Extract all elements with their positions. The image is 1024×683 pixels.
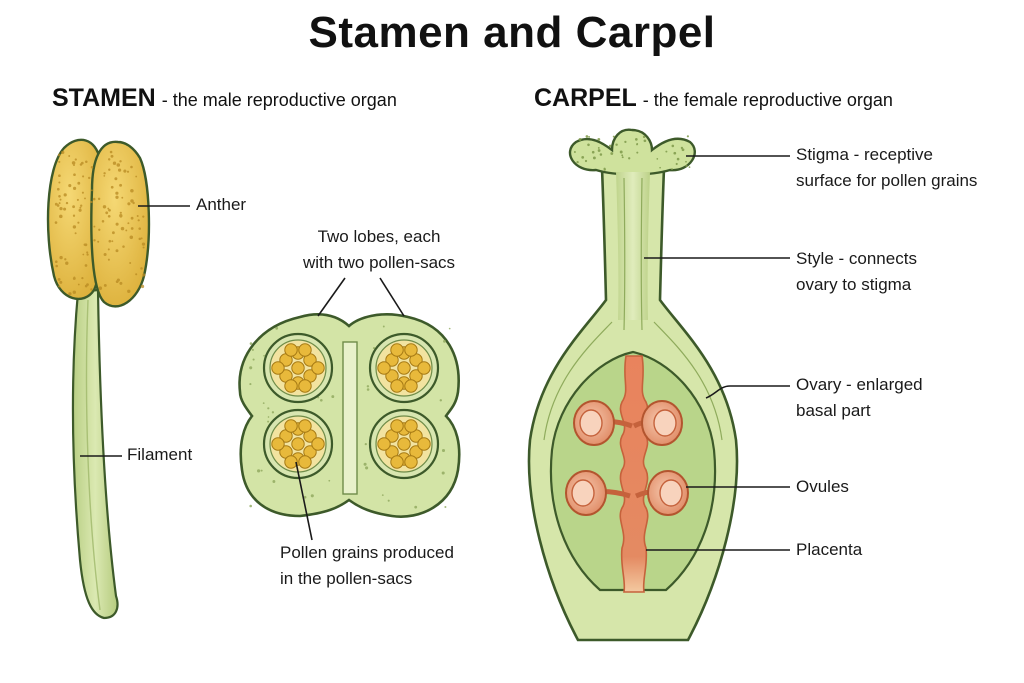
style-label: Style - connects ovary to stigma <box>796 246 917 298</box>
carpel-heading-label: CARPEL <box>534 84 637 112</box>
stamen-heading-label: STAMEN <box>52 84 156 112</box>
stigma-label-line2: surface for pollen grains <box>796 171 978 190</box>
carpel-heading: CARPEL- the female reproductive organ <box>534 84 893 113</box>
anther-cross-section <box>238 277 461 541</box>
pollen-grains-label-line1: Pollen grains produced <box>280 543 454 562</box>
style-label-line1: Style - connects <box>796 249 917 268</box>
anther-label: Anther <box>196 195 247 214</box>
anther-right-lobe <box>90 140 151 308</box>
ovary-label-line1: Ovary - enlarged <box>796 375 923 394</box>
placenta-label: Placenta <box>796 540 863 559</box>
lobes-label-line1: Two lobes, each <box>317 227 441 246</box>
stamen-heading: STAMEN- the male reproductive organ <box>52 84 397 113</box>
lobes-label: Two lobes, each with two pollen-sacs <box>286 224 472 276</box>
stamen-illustration <box>46 138 190 620</box>
stamen-subheading: - the male reproductive organ <box>161 90 397 110</box>
pollen-grains-label: Pollen grains produced in the pollen-sac… <box>280 540 454 592</box>
filament <box>71 288 119 620</box>
carpel-illustration <box>527 128 790 642</box>
lobes-label-line2: with two pollen-sacs <box>302 253 456 272</box>
stigma-label: Stigma - receptive surface for pollen gr… <box>796 142 977 194</box>
style <box>616 172 650 320</box>
ovules-label: Ovules <box>796 477 849 496</box>
ovary-label-line2: basal part <box>796 401 871 420</box>
stigma-label-line1: Stigma - receptive <box>796 145 933 164</box>
ovary-label: Ovary - enlarged basal part <box>796 372 923 424</box>
pollen-grains-label-line2: in the pollen-sacs <box>280 569 413 588</box>
carpel-subheading: - the female reproductive organ <box>642 90 893 110</box>
filament-label: Filament <box>127 445 193 464</box>
diagram-title: Stamen and Carpel <box>308 8 716 57</box>
style-label-line2: ovary to stigma <box>796 275 912 294</box>
